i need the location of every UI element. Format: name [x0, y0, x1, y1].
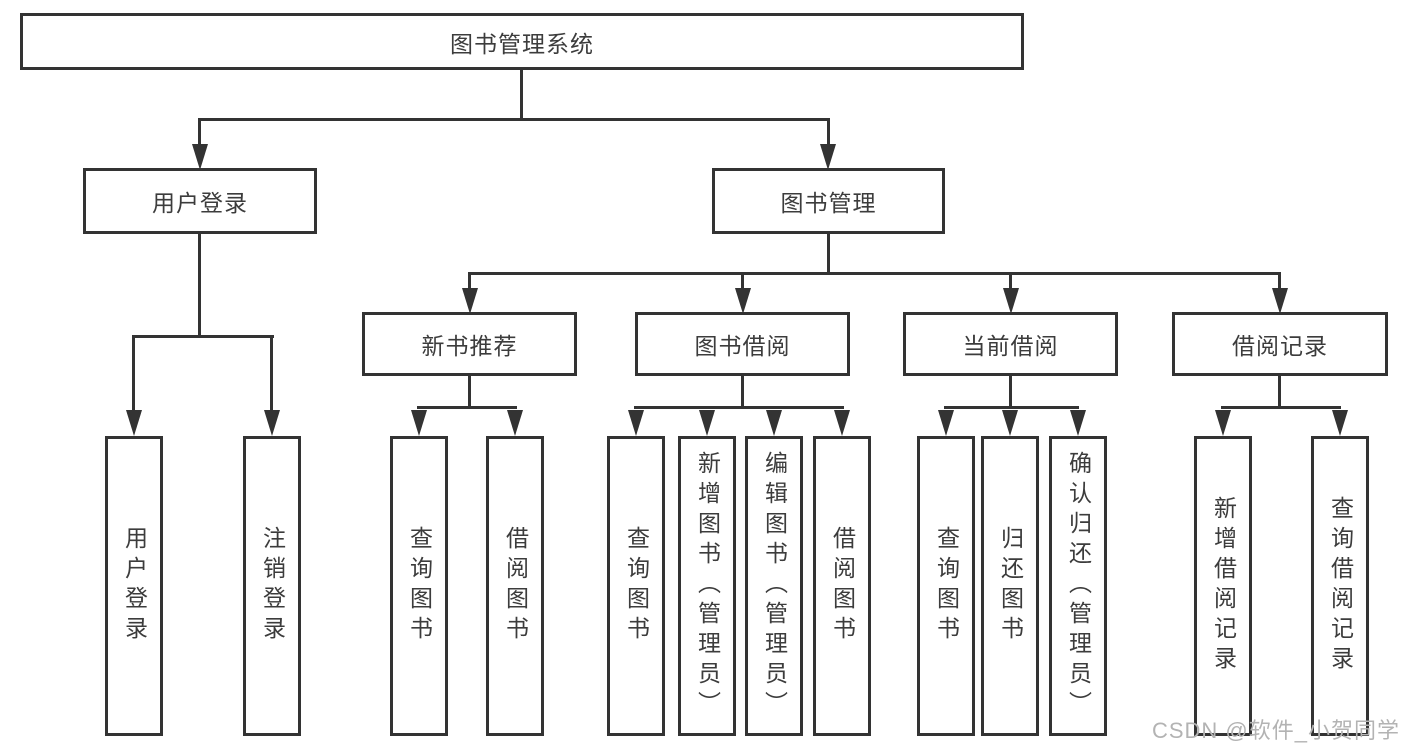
connector-branch: [634, 406, 844, 409]
connector-book-management-stem: [827, 234, 830, 275]
connector-branch: [944, 406, 1079, 409]
leaf-label: 新增借阅记录: [1210, 496, 1237, 676]
leaf-label: 借阅图书: [502, 526, 529, 646]
arrow-down-icon: [192, 144, 208, 170]
connector-drop: [468, 275, 471, 290]
watermark: CSDN @软件_小贺同学: [1151, 718, 1400, 743]
connector-root-stem: [520, 70, 523, 121]
node-user-login: 用户登录: [83, 168, 317, 234]
connector-branch: [417, 406, 517, 409]
connector-drop: [741, 275, 744, 290]
connector-stem: [1278, 376, 1281, 409]
leaf-return-book: 归还图书: [981, 436, 1039, 736]
arrow-down-icon: [628, 410, 644, 436]
connector-stem: [468, 376, 471, 409]
node-borrowing-records: 借阅记录: [1172, 312, 1388, 376]
connector-level3-branch: [468, 272, 1281, 275]
connector-level1-branch: [198, 118, 830, 121]
node-new-book-rec: 新书推荐: [362, 312, 577, 376]
arrow-down-icon: [264, 410, 280, 436]
connector-drop: [132, 338, 135, 412]
arrow-down-icon: [1215, 410, 1231, 436]
leaf-label: 查询图书: [933, 526, 960, 646]
node-root: 图书管理系统: [20, 13, 1024, 70]
arrow-down-icon: [1332, 410, 1348, 436]
arrow-down-icon: [735, 288, 751, 314]
node-book-management: 图书管理: [712, 168, 945, 234]
arrow-down-icon: [126, 410, 142, 436]
leaf-label: 归还图书: [997, 526, 1024, 646]
leaf-user-login: 用户登录: [105, 436, 163, 736]
arrow-down-icon: [766, 410, 782, 436]
leaf-add-borrow-record: 新增借阅记录: [1194, 436, 1252, 736]
leaf-query-borrow-record: 查询借阅记录: [1311, 436, 1369, 736]
leaf-label: 用户登录: [121, 526, 148, 646]
leaf-query-books-3: 查询图书: [917, 436, 975, 736]
leaf-query-books-2: 查询图书: [607, 436, 665, 736]
connector-stem: [1009, 376, 1012, 409]
leaf-query-books-1: 查询图书: [390, 436, 448, 736]
arrow-down-icon: [1272, 288, 1288, 314]
arrow-down-icon: [834, 410, 850, 436]
leaf-borrow-books-2: 借阅图书: [813, 436, 871, 736]
node-book-borrowing: 图书借阅: [635, 312, 850, 376]
leaf-label: 注销登录: [259, 526, 286, 646]
arrow-down-icon: [462, 288, 478, 314]
node-current-borrowing: 当前借阅: [903, 312, 1118, 376]
connector-drop: [270, 338, 273, 412]
leaf-label: 查询图书: [406, 526, 433, 646]
arrow-down-icon: [1002, 410, 1018, 436]
arrow-down-icon: [699, 410, 715, 436]
leaf-label: 新增图书（管理员）: [694, 451, 721, 721]
arrow-down-icon: [1003, 288, 1019, 314]
arrow-down-icon: [820, 144, 836, 170]
connector-drop: [1009, 275, 1012, 290]
leaf-label: 编辑图书（管理员）: [761, 451, 788, 721]
leaf-label: 查询图书: [623, 526, 650, 646]
leaf-add-book-admin: 新增图书（管理员）: [678, 436, 736, 736]
connector-user-login-branch: [132, 335, 274, 338]
leaf-borrow-books-1: 借阅图书: [486, 436, 544, 736]
leaf-label: 借阅图书: [829, 526, 856, 646]
leaf-confirm-return-admin: 确认归还（管理员）: [1049, 436, 1107, 736]
arrow-down-icon: [507, 410, 523, 436]
arrow-down-icon: [411, 410, 427, 436]
leaf-edit-book-admin: 编辑图书（管理员）: [745, 436, 803, 736]
connector-drop-book-management: [827, 121, 830, 147]
leaf-logout: 注销登录: [243, 436, 301, 736]
connector-branch: [1221, 406, 1341, 409]
arrow-down-icon: [938, 410, 954, 436]
connector-drop: [1278, 275, 1281, 290]
leaf-label: 查询借阅记录: [1327, 496, 1354, 676]
arrow-down-icon: [1070, 410, 1086, 436]
connector-user-login-stem: [198, 234, 201, 338]
connector-drop-user-login: [198, 121, 201, 147]
leaf-label: 确认归还（管理员）: [1065, 451, 1092, 721]
connector-stem: [741, 376, 744, 409]
